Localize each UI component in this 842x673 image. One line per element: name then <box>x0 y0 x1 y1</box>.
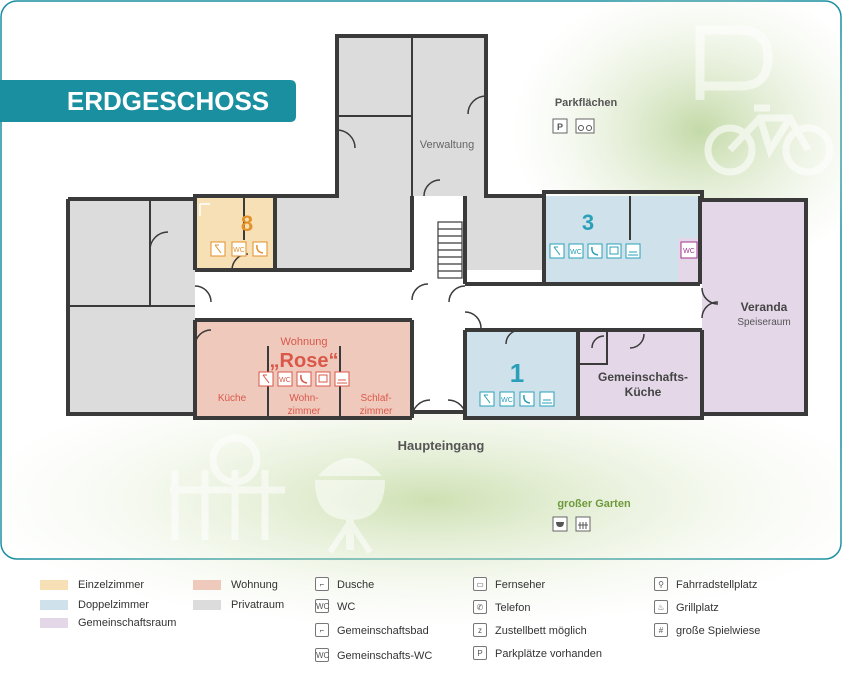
garden-icons <box>552 516 591 532</box>
label-room-1: 1 <box>510 358 524 388</box>
bicycle-icon: ⚲ <box>654 577 668 591</box>
legend-label: Zustellbett möglich <box>495 625 587 637</box>
bicycle-watermark-icon <box>704 104 834 176</box>
extra-bed-icon: z <box>473 623 487 637</box>
shared-wc-icon: WC <box>315 648 329 662</box>
label-verwaltung: Verwaltung <box>420 139 474 151</box>
phone-icon <box>587 243 603 259</box>
title-banner <box>0 80 296 122</box>
label-veranda: Veranda <box>741 300 788 314</box>
bicycle-icon <box>575 118 595 134</box>
inner-walls <box>68 36 631 418</box>
stairs <box>437 221 463 279</box>
legend-label: Gemeinschaftsbad <box>337 625 429 637</box>
legend-label: Parkplätze vorhanden <box>495 648 603 660</box>
label-gemeinschaftskueche-1: Gemeinschafts- <box>598 370 688 384</box>
legend-label: Gemeinschafts-WC <box>337 650 433 662</box>
entrance-threshold <box>414 410 466 414</box>
wc-icon <box>231 241 247 257</box>
parking-icon: P <box>473 646 487 660</box>
label-parkflaechen: Parkflächen <box>555 97 618 109</box>
shared-wc-icon <box>680 241 698 259</box>
wc-icon: WC <box>315 599 329 613</box>
label-room-3: 3 <box>582 210 594 235</box>
label-room-8: 8 <box>241 211 253 236</box>
label-schlafzimmer-2: zimmer <box>360 406 393 417</box>
wc-icon <box>499 391 515 407</box>
svg-text:WC: WC <box>501 397 513 404</box>
garden-backdrop <box>0 370 842 630</box>
legend-label: Dusche <box>337 579 375 591</box>
label-wohnzimmer-2: zimmer <box>288 406 321 417</box>
label-gemeinschaftskueche-2: Küche <box>625 385 662 399</box>
legend-label: große Spielwiese <box>676 625 761 637</box>
wc-icon <box>277 371 293 387</box>
legend-label: Grillplatz <box>676 602 719 614</box>
tv-icon <box>315 371 331 387</box>
legend-label: Fahrradstellplatz <box>676 579 758 591</box>
svg-text:WC: WC <box>570 249 582 256</box>
tv-icon: ▭ <box>473 577 487 591</box>
swatch <box>193 600 221 610</box>
swatch <box>40 618 68 628</box>
swatch <box>40 580 68 590</box>
legend-label: Fernseher <box>495 579 546 591</box>
phone-icon <box>519 391 535 407</box>
label-garten: großer Garten <box>557 498 631 510</box>
swatch <box>40 600 68 610</box>
label-schlafzimmer-1: Schlaf- <box>360 393 391 404</box>
label-wohnzimmer-1: Wohn- <box>289 393 318 404</box>
svg-text:WC: WC <box>683 248 695 255</box>
svg-text:P: P <box>557 122 563 132</box>
room-8 <box>195 196 275 270</box>
phone-icon: ✆ <box>473 600 487 614</box>
extra-bed-icon <box>625 243 641 259</box>
extra-bed-icon <box>539 391 555 407</box>
grill-watermark-icon <box>315 458 385 554</box>
room-3 <box>544 196 700 284</box>
extra-bed-icon <box>334 371 350 387</box>
room-1-icons: WC <box>479 391 555 407</box>
playground-icon: # <box>654 623 668 637</box>
shared-wc-marker: WC <box>680 241 698 259</box>
phone-icon <box>252 241 268 257</box>
playground-watermark-icon <box>170 434 285 540</box>
wohnung-icons: WC <box>258 371 350 387</box>
legend-label: Einzelzimmer <box>78 579 145 591</box>
apartment-rose <box>195 320 412 418</box>
private-room-northeast <box>465 196 544 284</box>
label-wohnung: Wohnung <box>281 336 328 348</box>
label-speiseraum: Speiseraum <box>737 317 790 328</box>
room-8-icons: WC <box>210 241 268 257</box>
veranda <box>702 200 806 414</box>
legend-label: Gemeinschaftsraum <box>78 617 177 629</box>
wc-icon <box>568 243 584 259</box>
svg-text:WC: WC <box>233 247 245 254</box>
parking-watermark-icon <box>695 25 773 100</box>
private-room-north <box>275 196 412 270</box>
room-3-icons: WC <box>549 243 641 259</box>
shower-icon: ⌐ <box>315 577 329 591</box>
label-haupteingang: Haupteingang <box>398 438 485 453</box>
legend-label: Telefon <box>495 602 531 614</box>
legend-label: Privatraum <box>231 599 285 611</box>
walls <box>66 34 808 420</box>
swatch <box>193 580 221 590</box>
parking-icons: P <box>552 118 595 134</box>
legend-label: Doppelzimmer <box>78 599 149 611</box>
label-kueche: Küche <box>218 393 247 404</box>
svg-text:WC: WC <box>279 377 291 384</box>
shared-bath-icon: ⌐ <box>315 623 329 637</box>
legend-label: Wohnung <box>231 579 278 591</box>
tv-icon <box>606 243 622 259</box>
label-wohnung-name: „Rose“ <box>270 350 339 372</box>
grill-icon: ♨ <box>654 600 668 614</box>
banner-title: ERDGESCHOSS <box>67 86 269 116</box>
phone-icon <box>296 371 312 387</box>
parking-icon <box>552 118 568 134</box>
legend-label: WC <box>337 601 356 613</box>
room-8-shower-mark-icon <box>199 203 210 216</box>
